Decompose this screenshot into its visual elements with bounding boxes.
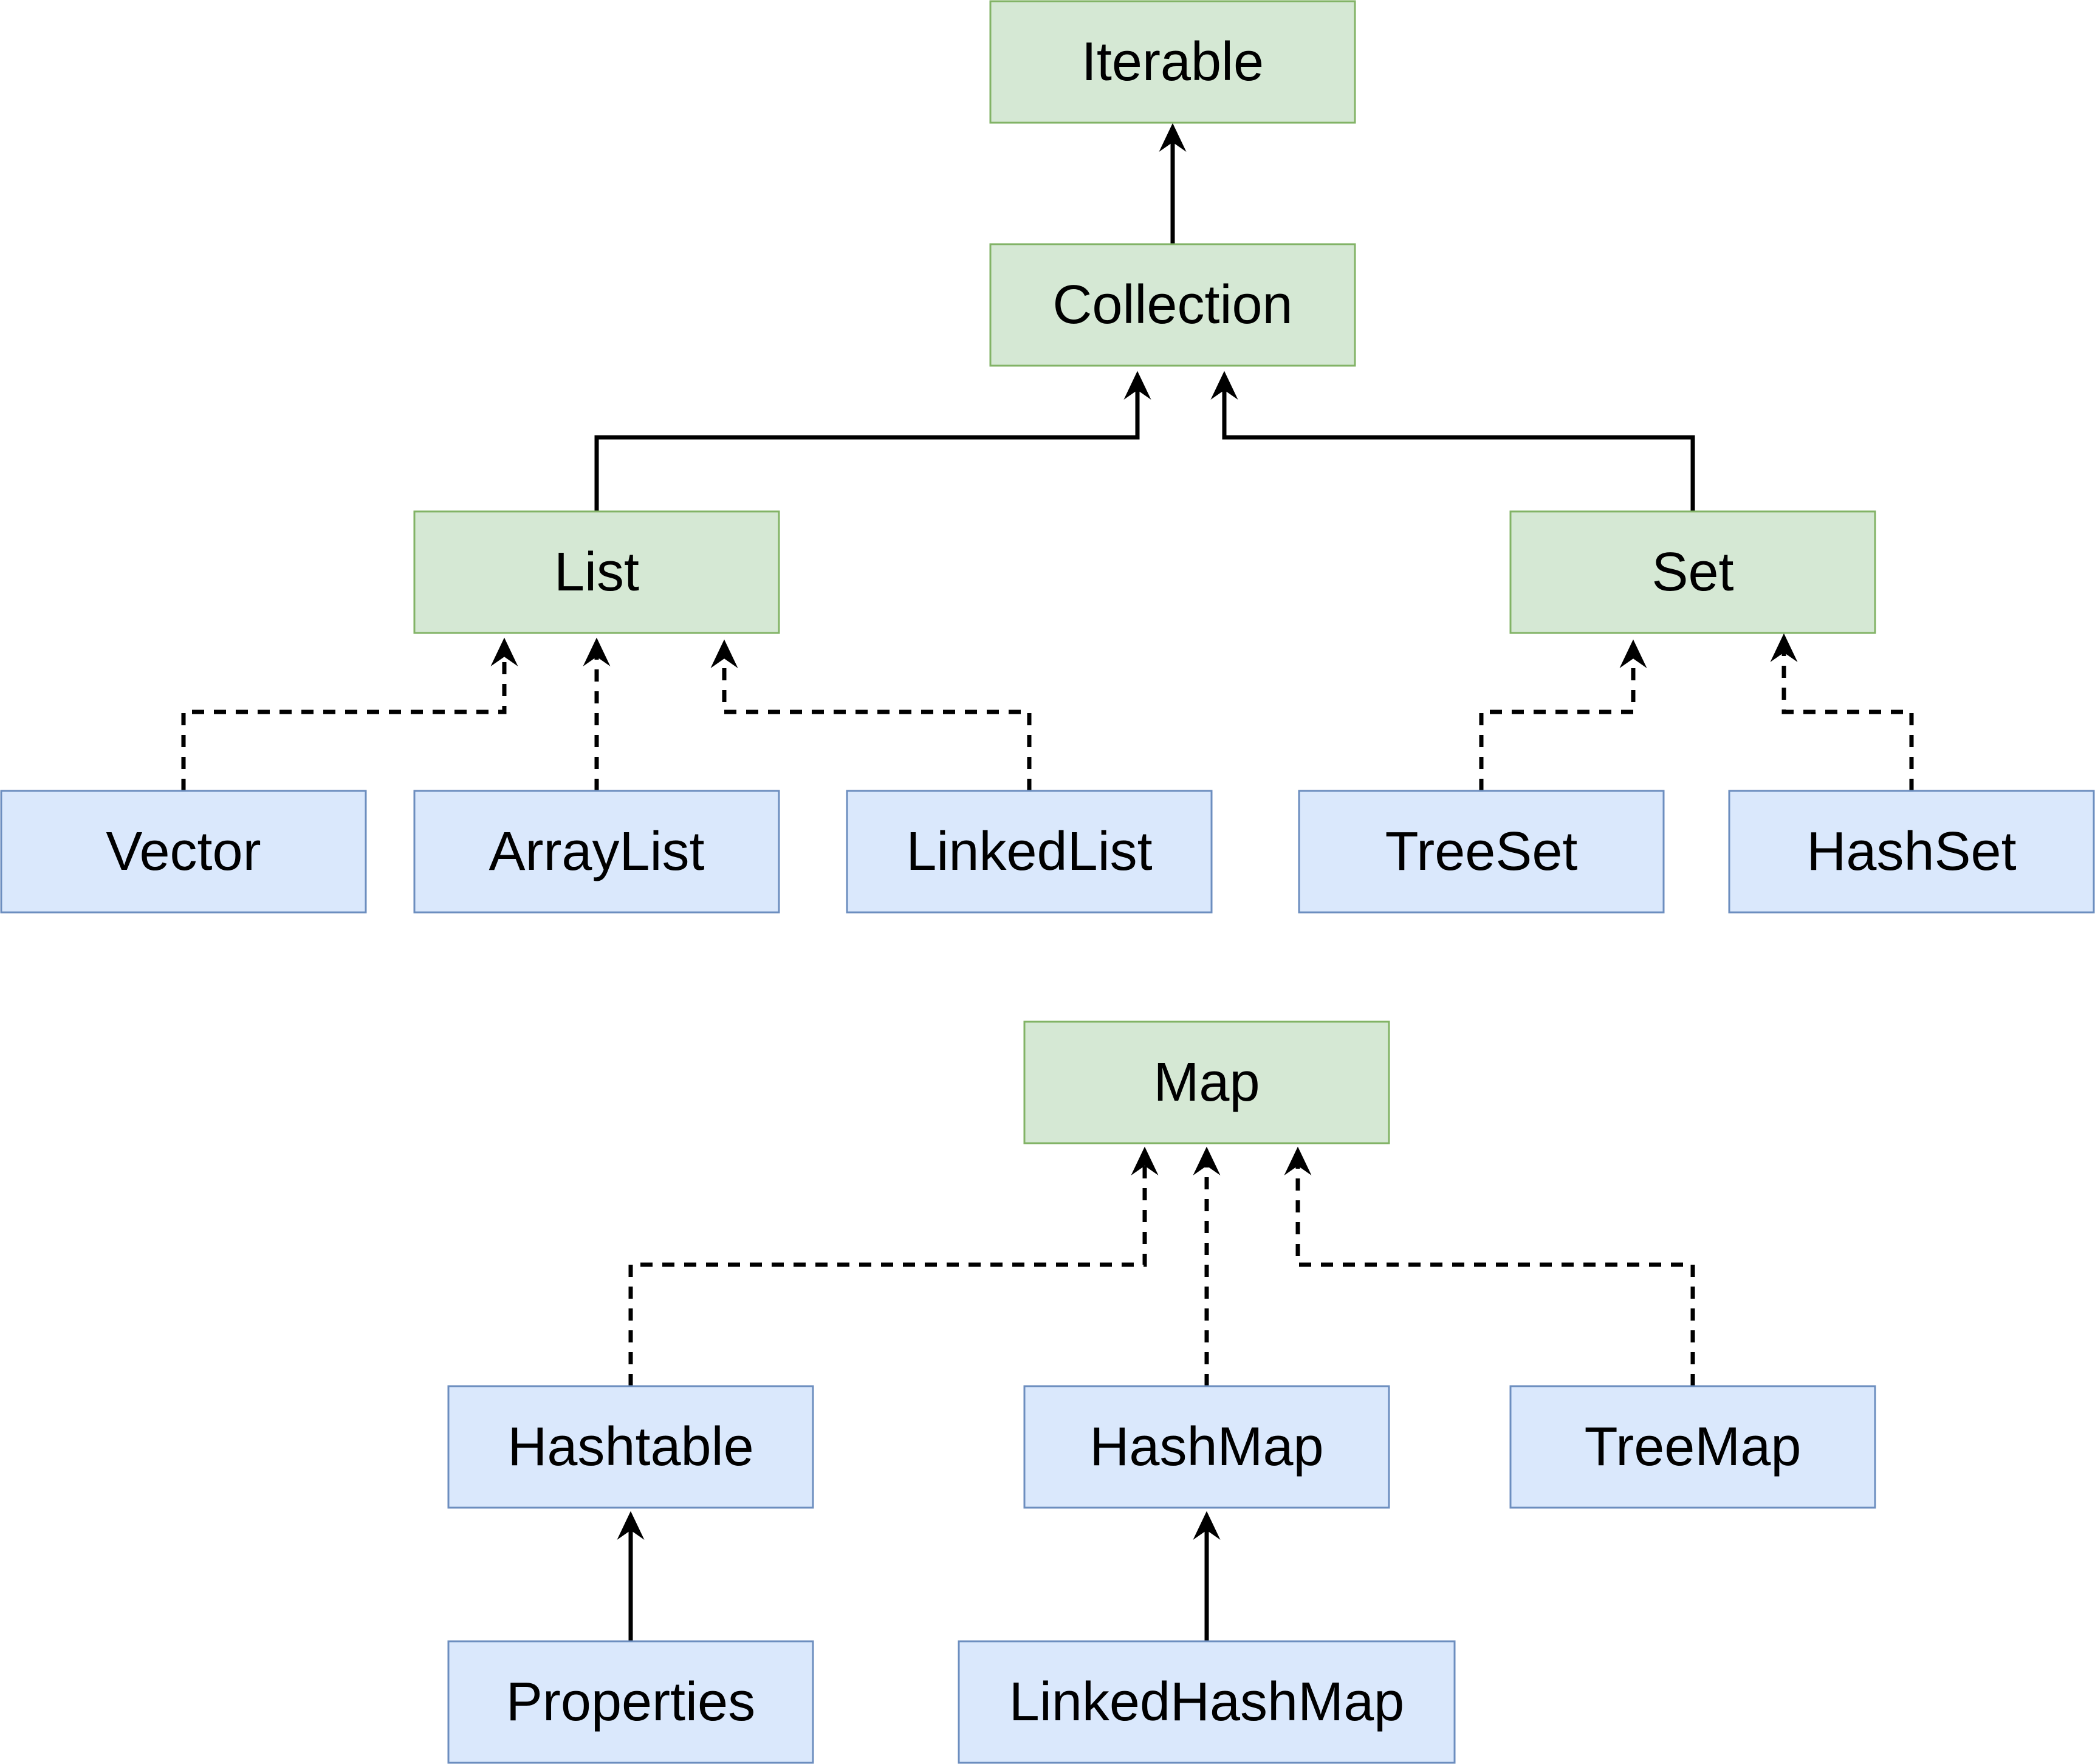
treeset-label: TreeSet [1385, 821, 1578, 882]
node-treeset: TreeSet [1298, 790, 1665, 914]
edges-layer [181, 123, 1914, 1641]
edge-hashtable-to-map [628, 1165, 1147, 1386]
arrowhead-treemap-to-map [1284, 1146, 1312, 1175]
node-set: Set [1509, 510, 1876, 634]
edge-hashset-to-set [1781, 652, 1914, 791]
treeset-box [1298, 790, 1665, 914]
arrowhead-linkedhashmap-to-hashmap [1193, 1511, 1221, 1540]
node-map: Map [1023, 1020, 1390, 1144]
node-hashmap: HashMap [1023, 1385, 1390, 1509]
node-linkedlist: LinkedList [846, 790, 1213, 914]
edge-list-to-collection [594, 389, 1140, 511]
node-iterable: Iterable [989, 0, 1356, 124]
linkedhashmap-label: LinkedHashMap [1009, 1672, 1404, 1732]
arrowhead-treeset-to-set [1619, 639, 1647, 668]
list-box [413, 510, 780, 634]
collection-box [989, 243, 1356, 367]
edge-linkedlist-to-list [722, 658, 1032, 791]
linkedhashmap-box [958, 1640, 1456, 1764]
node-hashset: HashSet [1728, 790, 2095, 914]
treemap-label: TreeMap [1585, 1417, 1802, 1477]
vector-label: Vector [106, 821, 261, 882]
list-label: List [554, 542, 639, 603]
node-linkedhashmap: LinkedHashMap [958, 1640, 1456, 1764]
properties-box [447, 1640, 814, 1764]
node-properties: Properties [447, 1640, 814, 1764]
arraylist-label: ArrayList [489, 821, 704, 882]
node-vector: Vector [0, 790, 367, 914]
arrowhead-hashset-to-set [1770, 633, 1798, 662]
arrowhead-collection-to-iterable [1159, 123, 1187, 152]
hashtable-box [447, 1385, 814, 1509]
vector-box [0, 790, 367, 914]
arrowhead-properties-to-hashtable [617, 1511, 645, 1540]
arraylist-box [413, 790, 780, 914]
node-collection: Collection [989, 243, 1356, 367]
node-treemap: TreeMap [1509, 1385, 1876, 1509]
hashset-box [1728, 790, 2095, 914]
hashmap-box [1023, 1385, 1390, 1509]
edge-vector-to-list [181, 656, 507, 791]
iterable-label: Iterable [1082, 32, 1264, 92]
collection-label: Collection [1052, 275, 1292, 335]
node-hashtable: Hashtable [447, 1385, 814, 1509]
arrowhead-vector-to-list [490, 637, 518, 666]
iterable-box [989, 0, 1356, 124]
hashset-label: HashSet [1806, 821, 2016, 882]
properties-label: Properties [506, 1672, 755, 1732]
set-box [1509, 510, 1876, 634]
arrowhead-linkedlist-to-list [710, 639, 738, 668]
arrowhead-set-to-collection [1210, 371, 1238, 400]
arrowhead-list-to-collection [1123, 371, 1151, 400]
node-list: List [413, 510, 780, 634]
arrowhead-arraylist-to-list [583, 637, 611, 666]
hashtable-label: Hashtable [507, 1417, 753, 1477]
map-box [1023, 1020, 1390, 1144]
hashmap-label: HashMap [1089, 1417, 1323, 1477]
edge-treeset-to-set [1479, 658, 1636, 791]
edge-set-to-collection [1222, 389, 1695, 511]
linkedlist-label: LinkedList [906, 821, 1152, 882]
arrowhead-hashtable-to-map [1131, 1146, 1159, 1175]
map-label: Map [1153, 1052, 1260, 1113]
edge-treemap-to-map [1295, 1165, 1695, 1386]
linkedlist-box [846, 790, 1213, 914]
treemap-box [1509, 1385, 1876, 1509]
set-label: Set [1651, 542, 1733, 603]
node-arraylist: ArrayList [413, 790, 780, 914]
arrowhead-hashmap-to-map [1193, 1146, 1221, 1175]
